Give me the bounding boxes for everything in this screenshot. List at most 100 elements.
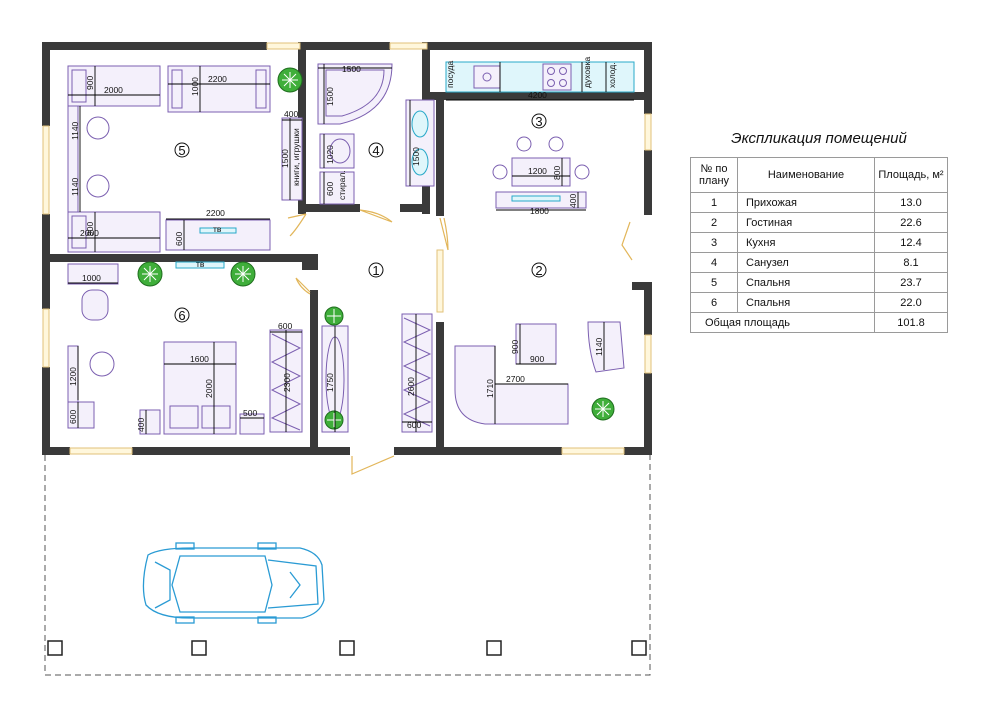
cell-area: 8.1 (874, 252, 948, 273)
dim-label: 600 (325, 182, 335, 196)
appliance-label: посуда (445, 60, 455, 88)
dim-label: 2000 (80, 228, 99, 238)
header-num: № по плану (690, 157, 738, 193)
header-name: Наименование (737, 157, 875, 193)
room-1-dimensions: 1750 2600 600 (325, 314, 432, 432)
room-2-dimensions: 900 900 1710 2700 1140 (485, 322, 605, 424)
dim-label: 1140 (70, 177, 80, 196)
dim-label: 1500 (280, 149, 290, 168)
dim-label: 1750 (325, 373, 335, 392)
tv-label: тв (213, 224, 222, 234)
room-number-label: 5 (178, 143, 185, 158)
room-5-furniture: тв (67, 65, 303, 253)
cell-num: 4 (690, 252, 738, 273)
room-4-furniture (317, 63, 435, 205)
dim-label: 2000 (204, 379, 214, 398)
room-number-1: 1 (368, 262, 384, 278)
dim-label: 600 (68, 410, 78, 424)
dim-label: 1710 (485, 379, 495, 398)
dim-label: 1000 (82, 273, 101, 283)
dim-label: 800 (552, 166, 562, 180)
appliance-label: холод. (607, 62, 617, 88)
dim-label: 1500 (342, 64, 361, 74)
cell-name: Кухня (737, 232, 875, 253)
cell-area: 13.0 (874, 192, 948, 213)
cell-name: Прихожая (737, 192, 875, 213)
cell-name: Гостиная (737, 212, 875, 233)
dim-label: 1600 (190, 354, 209, 364)
dim-label: 400 (568, 194, 578, 208)
room-number-label: 6 (178, 308, 185, 323)
room-5-dimensions: 2000 900 2200 1000 400 1500 книги, игруш… (68, 66, 302, 252)
dim-label: 1500 (325, 87, 335, 106)
dim-label: 4200 (528, 90, 547, 100)
dim-label: 1500 (411, 147, 421, 166)
dim-label: 1000 (190, 77, 200, 96)
dim-label: 900 (510, 340, 520, 354)
plant-icon (324, 306, 344, 326)
dim-label: 500 (243, 408, 257, 418)
room-number-2: 2 (531, 262, 547, 278)
cell-area: 23.7 (874, 272, 948, 293)
cell-num: 5 (690, 272, 738, 293)
carport-pillar (191, 640, 207, 656)
car-icon (142, 542, 325, 624)
dim-label: 2200 (206, 208, 225, 218)
cell-num: 2 (690, 212, 738, 233)
dim-label: 600 (174, 232, 184, 246)
dim-label: 1140 (70, 121, 80, 140)
dim-label: 2000 (104, 85, 123, 95)
room-number-6: 6 (174, 307, 190, 323)
doors (287, 209, 633, 475)
dim-label: 2300 (282, 373, 292, 392)
room-number-5: 5 (174, 142, 190, 158)
room-number-label: 4 (372, 143, 379, 158)
plant-icon (277, 67, 303, 93)
dim-label: 900 (530, 354, 544, 364)
cell-name: Спальня (737, 272, 875, 293)
dim-label: 1140 (594, 337, 604, 356)
room-number-label: 3 (535, 114, 542, 129)
dim-label: 1200 (68, 367, 78, 386)
table-header-row: № по плану Наименование Площадь, м² (690, 157, 948, 193)
cell-num: 6 (690, 292, 738, 313)
room-number-3: 3 (531, 113, 547, 129)
plant-icon (591, 397, 615, 421)
explication-title: Экспликация помещений (731, 130, 907, 147)
carport-outline (44, 455, 651, 676)
dim-label: 900 (85, 76, 95, 90)
dim-label: 400 (284, 109, 298, 119)
cell-area: 22.0 (874, 292, 948, 313)
plant-icon (324, 410, 344, 430)
room-6-dimensions: 1000 600 2300 1600 2000 500 1200 600 400 (68, 273, 302, 434)
room-3-dimensions: 4200 1200 800 1800 400 (446, 90, 634, 216)
cell-name: Санузел (737, 252, 875, 273)
dim-label: 2700 (506, 374, 525, 384)
cell-num: 1 (690, 192, 738, 213)
dim-label: 2600 (406, 377, 416, 396)
dim-label: 400 (136, 418, 146, 432)
header-area: Площадь, м² (874, 157, 948, 193)
shelf-label: книги, игрушки (291, 128, 301, 186)
dim-label: 2200 (208, 74, 227, 84)
tv-label: тв (196, 259, 205, 269)
cell-area: 12.4 (874, 232, 948, 253)
dim-label: 1020 (325, 145, 335, 164)
total-area: 101.8 (874, 312, 948, 333)
explication-panel: Экспликация помещений № по плану Наимено… (690, 130, 948, 333)
appliance-label: духовка (582, 56, 592, 88)
dim-label: 900 (85, 222, 95, 236)
room-number-4: 4 (368, 142, 384, 158)
plant-icon (230, 261, 256, 287)
carport-pillar (486, 640, 502, 656)
dim-label: 600 (278, 321, 292, 331)
room-6-furniture: тв (67, 259, 303, 435)
